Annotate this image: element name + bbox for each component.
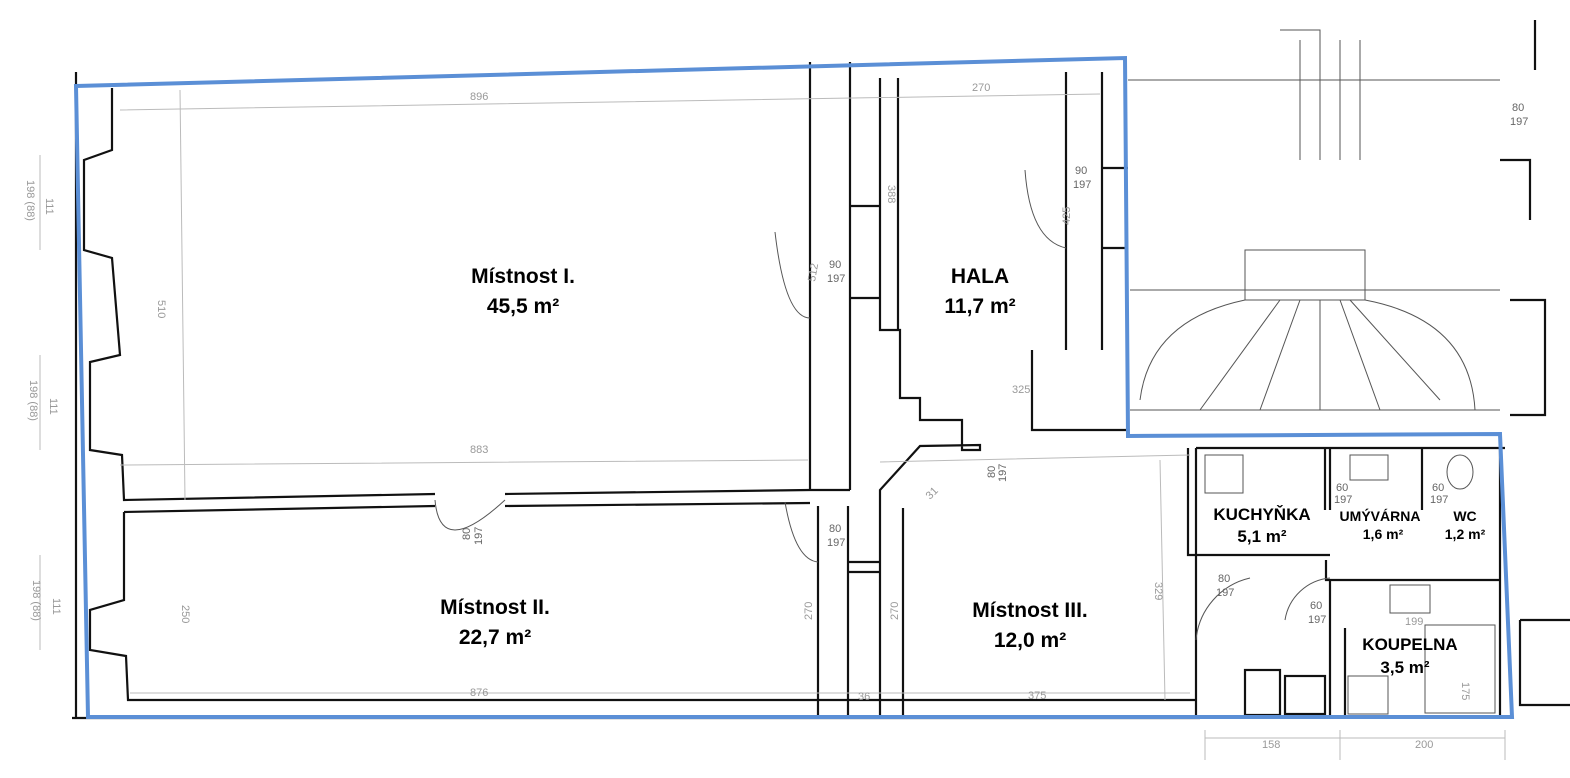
dim-36: 36 xyxy=(858,691,870,703)
door-label: 197 xyxy=(1430,494,1448,506)
dim-bath-bottom: 200 xyxy=(1415,739,1433,751)
room-area-mistnost-1: 45,5 m² xyxy=(487,295,559,318)
dim-diag: 31 xyxy=(924,485,941,502)
room-name-wc: WC xyxy=(1453,508,1476,524)
room-name-umyvarna: UMÝVÁRNA xyxy=(1340,507,1421,524)
toilet-icon xyxy=(1446,454,1474,490)
door-label: 197 xyxy=(827,537,845,549)
stove-icon xyxy=(1283,674,1327,716)
door-label: 60 xyxy=(1310,600,1322,612)
dim-hall-top: 270 xyxy=(972,82,990,94)
dim-bath-width: 199 xyxy=(1405,616,1423,628)
dim-window-2-h: 111 xyxy=(47,398,59,415)
room-name-mistnost-2: Místnost II. xyxy=(440,596,550,619)
door-label: 90 xyxy=(829,259,841,271)
dim-window-2: 198 (88) xyxy=(27,380,39,421)
dim-room2-bottom: 876 xyxy=(470,687,488,699)
dim-window-1-h: 111 xyxy=(43,198,55,215)
boiler-icon xyxy=(1347,675,1389,715)
door-label: 80 xyxy=(986,466,998,478)
room-area-wc: 1,2 m² xyxy=(1445,526,1486,542)
room-name-koupelna: KOUPELNA xyxy=(1362,635,1457,654)
dim-room1-top: 896 xyxy=(470,91,488,103)
dim-window-1: 198 (88) xyxy=(24,180,36,221)
door-label: 197 xyxy=(1216,587,1234,599)
room-name-mistnost-1: Místnost I. xyxy=(471,265,575,288)
room-area-koupelna: 3,5 m² xyxy=(1380,658,1429,677)
door-label: 80 xyxy=(1512,102,1524,114)
dim-window-3: 198 (88) xyxy=(30,580,42,621)
dim-room2-depth: 250 xyxy=(179,605,191,623)
door-label: 90 xyxy=(1075,165,1087,177)
dim-window-3-h: 111 xyxy=(50,598,62,615)
dim-room1-depth: 510 xyxy=(155,300,167,318)
door-swings xyxy=(434,169,1331,641)
door-label: 197 xyxy=(827,273,845,285)
walls xyxy=(72,62,1505,720)
room-labels: Místnost I. 45,5 m² HALA 11,7 m² Místnos… xyxy=(440,265,1485,677)
door-label: 80 xyxy=(461,528,473,540)
door-label: 197 xyxy=(1073,179,1091,191)
door-label: 80 xyxy=(1218,573,1230,585)
dim-hall-left: 388 xyxy=(885,185,897,203)
door-label: 197 xyxy=(997,464,1009,482)
door-label: 197 xyxy=(473,527,485,545)
door-label: 197 xyxy=(1308,614,1326,626)
dim-270b: 270 xyxy=(889,602,901,620)
dim-hall-right: 425 xyxy=(1061,207,1073,225)
dim-270a: 270 xyxy=(803,602,815,620)
bathtub-icon xyxy=(1424,624,1496,714)
dim-tub: 175 xyxy=(1459,682,1471,700)
bath-sink-icon xyxy=(1389,584,1431,614)
room-area-mistnost-2: 22,7 m² xyxy=(459,626,531,649)
dim-kitchen-bottom: 158 xyxy=(1262,739,1280,751)
washbasin-icon xyxy=(1349,454,1389,481)
door-labels: 90 197 90 197 80 197 80 197 80 197 80 19… xyxy=(461,102,1528,626)
dim-room1-bottom: 883 xyxy=(470,444,488,456)
apartment-outline xyxy=(73,55,1515,719)
dim-corridor: 325 xyxy=(1012,384,1030,396)
sink-icon xyxy=(1204,454,1244,494)
door-label: 197 xyxy=(1334,494,1352,506)
washing-machine-icon xyxy=(1243,668,1282,717)
door-label: 60 xyxy=(1336,482,1348,494)
dim-door-arc: 512 xyxy=(806,262,821,282)
room-name-kuchynka: KUCHYŇKA xyxy=(1213,505,1310,524)
room-area-umyvarna: 1,6 m² xyxy=(1363,526,1404,542)
dim-room3-bottom: 375 xyxy=(1028,690,1046,702)
room-name-mistnost-3: Místnost III. xyxy=(972,599,1088,622)
staircase xyxy=(1128,20,1570,707)
door-label: 60 xyxy=(1432,482,1444,494)
room-area-hala: 11,7 m² xyxy=(944,295,1015,318)
door-label: 197 xyxy=(1510,116,1528,128)
dimension-labels: 896 883 510 876 250 270 388 425 512 325 … xyxy=(24,82,1471,751)
dim-room3-depth: 329 xyxy=(1152,582,1164,600)
door-label: 80 xyxy=(829,523,841,535)
room-area-mistnost-3: 12,0 m² xyxy=(994,629,1066,652)
room-name-hala: HALA xyxy=(951,265,1009,288)
room-area-kuchynka: 5,1 m² xyxy=(1237,527,1286,546)
dimension-lines xyxy=(39,89,1506,760)
